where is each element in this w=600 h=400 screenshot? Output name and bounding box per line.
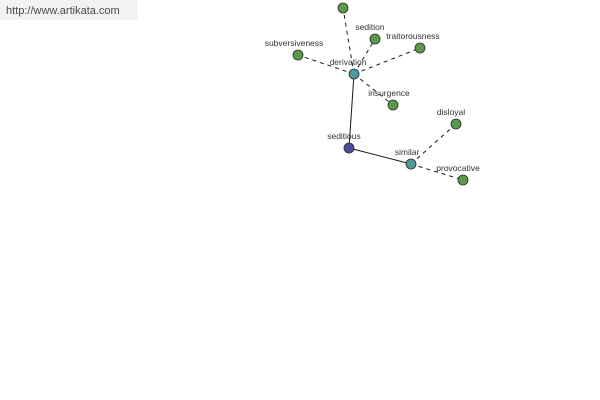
node-dot-sedition[interactable] (369, 33, 381, 45)
edge-seditious-derivation (348, 73, 355, 149)
node-sedition[interactable]: sedition (355, 22, 385, 45)
node-label-provocative[interactable]: provocative (436, 163, 480, 173)
node-label-disloyal[interactable]: disloyal (437, 107, 465, 117)
node-insurgence[interactable]: insurgence (368, 88, 410, 111)
edge-similar-provocative (410, 163, 464, 181)
node-label-sedition[interactable]: sedition (355, 22, 385, 32)
node-dot-traitorousness[interactable] (414, 42, 426, 54)
node-seditious[interactable]: seditious (327, 131, 361, 154)
source-url[interactable]: http://www.artikata.com (0, 0, 138, 20)
node-label-seditious[interactable]: seditious (327, 131, 361, 141)
node-label-subversiveness[interactable]: subversiveness (265, 38, 324, 48)
node-provocative[interactable]: provocative (436, 163, 480, 186)
node-derivation[interactable]: derivation (330, 57, 367, 80)
edge-derivation-subversiveness (297, 54, 355, 75)
node-label-insurgence[interactable]: insurgence (368, 88, 410, 98)
edge-derivation-traitorousness (353, 47, 421, 75)
node-label-similar[interactable]: similar (395, 147, 420, 157)
edges (297, 7, 464, 181)
edge-similar-disloyal (410, 123, 457, 165)
edge-seditious-similar (348, 147, 412, 165)
node-dot-provocative[interactable] (457, 174, 469, 186)
node-traitorousness[interactable]: traitorousness (386, 31, 440, 54)
node-dot-derivation[interactable] (348, 68, 360, 80)
node-dot-top-cut[interactable] (337, 2, 349, 14)
node-dot-insurgence[interactable] (387, 99, 399, 111)
node-label-traitorousness[interactable]: traitorousness (386, 31, 439, 41)
edge-derivation-top-cut (342, 7, 355, 75)
node-top-cut[interactable] (337, 2, 349, 14)
node-dot-seditious[interactable] (343, 142, 355, 154)
node-similar[interactable]: similar (395, 147, 420, 170)
node-disloyal[interactable]: disloyal (437, 107, 465, 130)
node-dot-disloyal[interactable] (450, 118, 462, 130)
edge-derivation-sedition (353, 38, 376, 75)
node-dot-subversiveness[interactable] (292, 49, 304, 61)
node-subversiveness[interactable]: subversiveness (265, 38, 324, 61)
nodes: seditious derivation similar seditiontraito… (265, 2, 480, 186)
node-dot-similar[interactable] (405, 158, 417, 170)
node-label-derivation[interactable]: derivation (330, 57, 367, 67)
edge-derivation-insurgence (353, 73, 394, 106)
